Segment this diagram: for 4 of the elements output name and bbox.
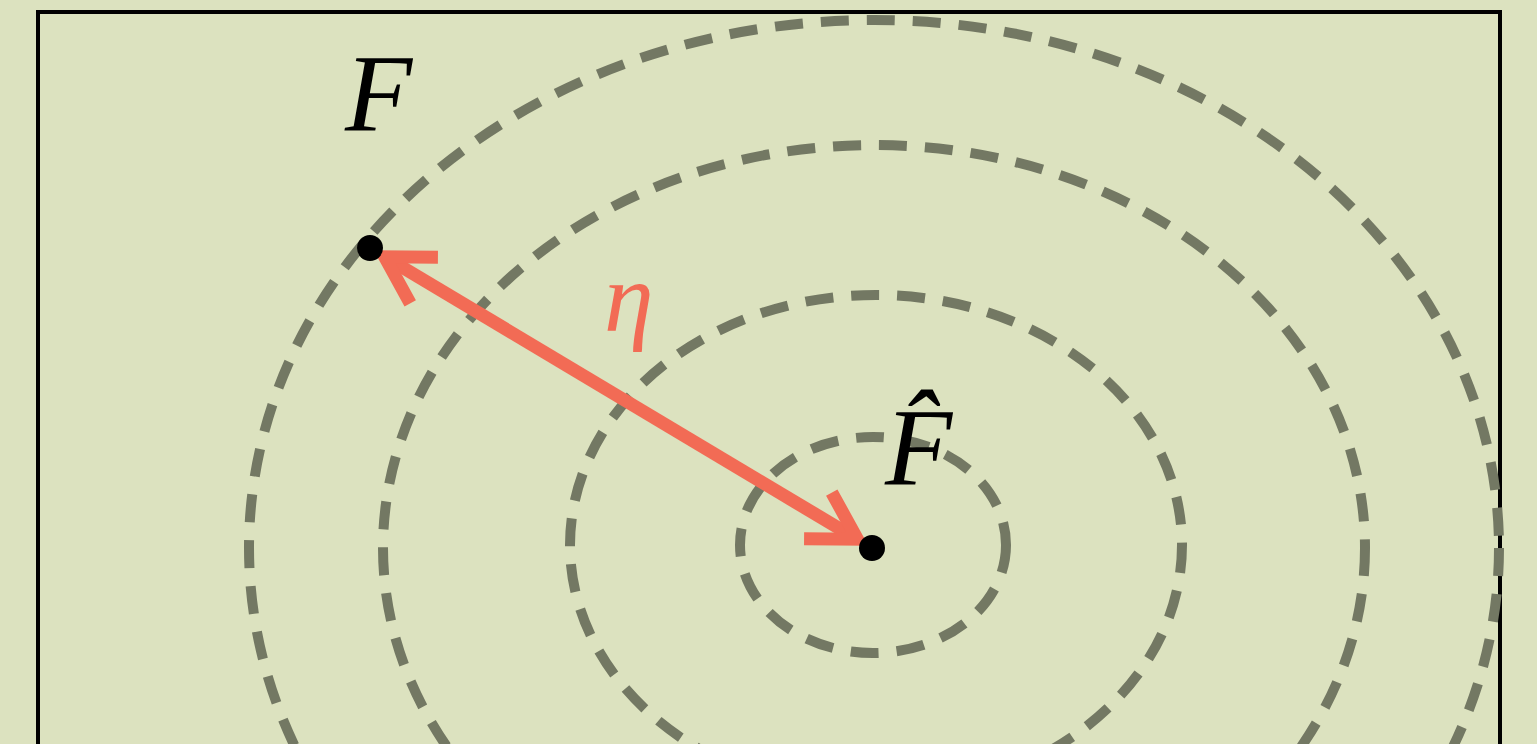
point-dot: [357, 235, 383, 261]
point-label: F: [345, 38, 413, 148]
point-dot: [859, 535, 885, 561]
double-arrow: [378, 250, 864, 546]
